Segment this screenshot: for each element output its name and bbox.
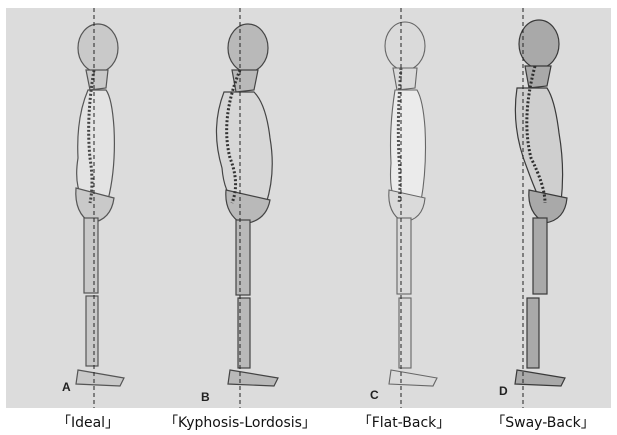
figure-flat-back: C xyxy=(331,8,481,408)
figure-sway-back: D xyxy=(461,8,611,408)
figure-ideal: A xyxy=(16,8,166,408)
caption-kyphosis-lordosis: 「Kyphosis-Lordosis」 xyxy=(164,412,316,432)
panel-letter-d: D xyxy=(499,384,508,398)
panel-letter-c: C xyxy=(370,388,379,402)
caption-sway-back: 「Sway-Back」 xyxy=(491,412,595,432)
figure-kyphosis-lordosis: B xyxy=(174,8,324,408)
caption-flat-back: 「Flat-Back」 xyxy=(358,412,451,432)
panel-letter-b: B xyxy=(201,390,210,404)
posture-illustration: A B xyxy=(6,8,611,408)
panel-letter-a: A xyxy=(62,380,71,394)
caption-ideal: 「Ideal」 xyxy=(57,412,119,432)
